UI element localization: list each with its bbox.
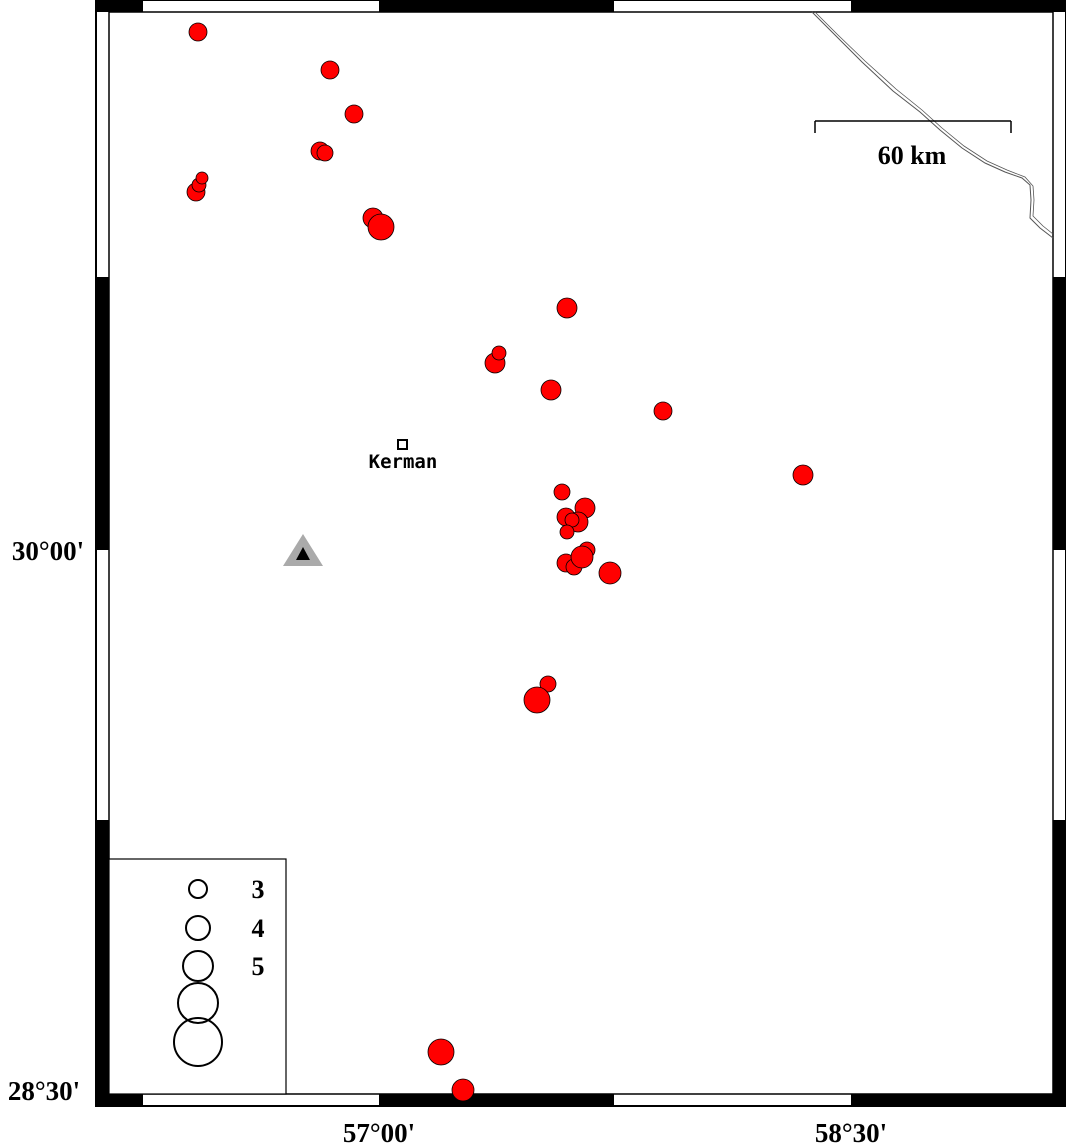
earthquake-event [316,144,334,162]
earthquake-event [539,675,557,693]
axis-labels: 30°00' 28°30' 57°00' 58°30' [8,536,887,1145]
lat-label-30: 30°00' [12,536,84,566]
earthquake-event [491,345,507,361]
earthquake-event [195,171,209,185]
earthquake-event [367,213,395,241]
earthquake-event [344,104,364,124]
legend-magnitude-label: 5 [252,952,265,981]
scale-bar-label: 60 km [878,141,947,170]
earthquake-event [320,60,340,80]
coastline [811,11,1054,239]
earthquake-event [553,483,571,501]
legend-magnitude-label: 4 [252,914,265,943]
earthquake-event [653,401,673,421]
earthquake-event [570,545,594,569]
city-label: Kerman [369,451,438,473]
earthquake-event [598,561,622,585]
legend-magnitude-circle [173,1017,223,1067]
city-kerman: Kerman [369,439,438,473]
earthquake-event [188,22,208,42]
legend-magnitude-circle [182,950,214,982]
magnitude-legend: 3 4 5 [108,858,287,1095]
earthquake-event [556,297,578,319]
legend-magnitude-circle [188,879,208,899]
square-city-marker-icon [397,439,408,450]
legend-magnitude-circle [185,915,211,941]
lat-label-28-30: 28°30' [8,1076,80,1106]
earthquake-event [451,1078,475,1102]
earthquake-event [540,379,562,401]
legend-magnitude-label: 3 [252,875,265,904]
legend-magnitude-circle [177,982,219,1024]
scale-bar: 60 km [814,120,1012,170]
lon-label-57: 57°00' [343,1118,415,1145]
earthquake-events [186,22,814,1102]
earthquake-event [427,1038,455,1066]
seismic-station [283,534,323,566]
lon-label-58-30: 58°30' [815,1118,887,1145]
earthquake-event [523,686,551,714]
earthquake-event [559,524,575,540]
earthquake-event [792,464,814,486]
